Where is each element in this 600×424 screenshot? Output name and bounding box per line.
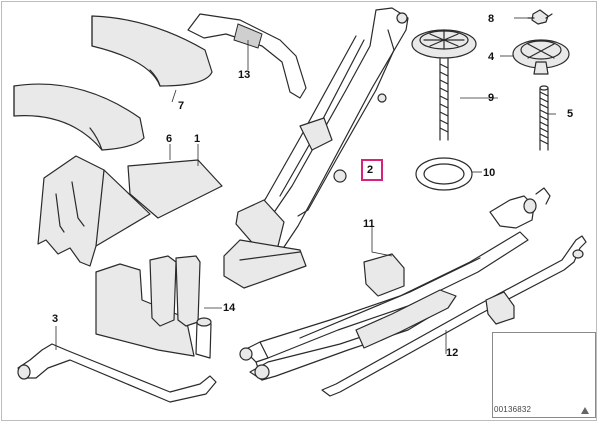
callout-11[interactable]: 11 (363, 218, 375, 230)
part-5-threaded-rod[interactable] (539, 85, 549, 151)
callout-9[interactable]: 9 (488, 92, 495, 104)
part-12-crank-rod[interactable] (321, 235, 587, 397)
highlight-box (361, 159, 383, 181)
part-7-foam-block-upper[interactable] (91, 15, 213, 87)
part-4-retaining-disc[interactable] (512, 39, 570, 75)
vehicle-thumbnail (492, 332, 596, 418)
part-1-mat[interactable] (127, 159, 223, 219)
callout-1[interactable]: 1 (194, 133, 201, 145)
part-foam-block-lower[interactable] (13, 83, 145, 151)
part-2-folded-jack[interactable] (223, 7, 409, 289)
callout-4[interactable]: 4 (488, 51, 495, 63)
callout-2[interactable]: 2 (367, 164, 374, 176)
expand-triangle-icon[interactable] (581, 407, 589, 414)
part-3-lug-wrench[interactable] (17, 343, 217, 403)
part-10-ring[interactable] (415, 157, 473, 191)
callout-10[interactable]: 10 (483, 167, 496, 179)
callout-13[interactable]: 13 (238, 69, 251, 81)
callout-14[interactable]: 14 (223, 302, 236, 314)
callout-6[interactable]: 6 (166, 133, 173, 145)
leader-lines (55, 17, 556, 354)
part-8-wing-nut[interactable] (527, 9, 553, 25)
part-13-handle[interactable] (187, 13, 307, 99)
part-9-spindle[interactable] (411, 29, 477, 141)
callout-8[interactable]: 8 (488, 13, 495, 25)
callout-12[interactable]: 12 (446, 347, 459, 359)
callout-5[interactable]: 5 (567, 108, 574, 120)
callout-7[interactable]: 7 (178, 100, 185, 112)
part-6-wheel-chock[interactable] (37, 155, 151, 267)
part-11-scissor-jack[interactable] (239, 187, 551, 381)
part-14-tool-holder[interactable] (95, 255, 212, 359)
document-id: 00136832 (494, 405, 532, 414)
callout-3[interactable]: 3 (52, 313, 59, 325)
